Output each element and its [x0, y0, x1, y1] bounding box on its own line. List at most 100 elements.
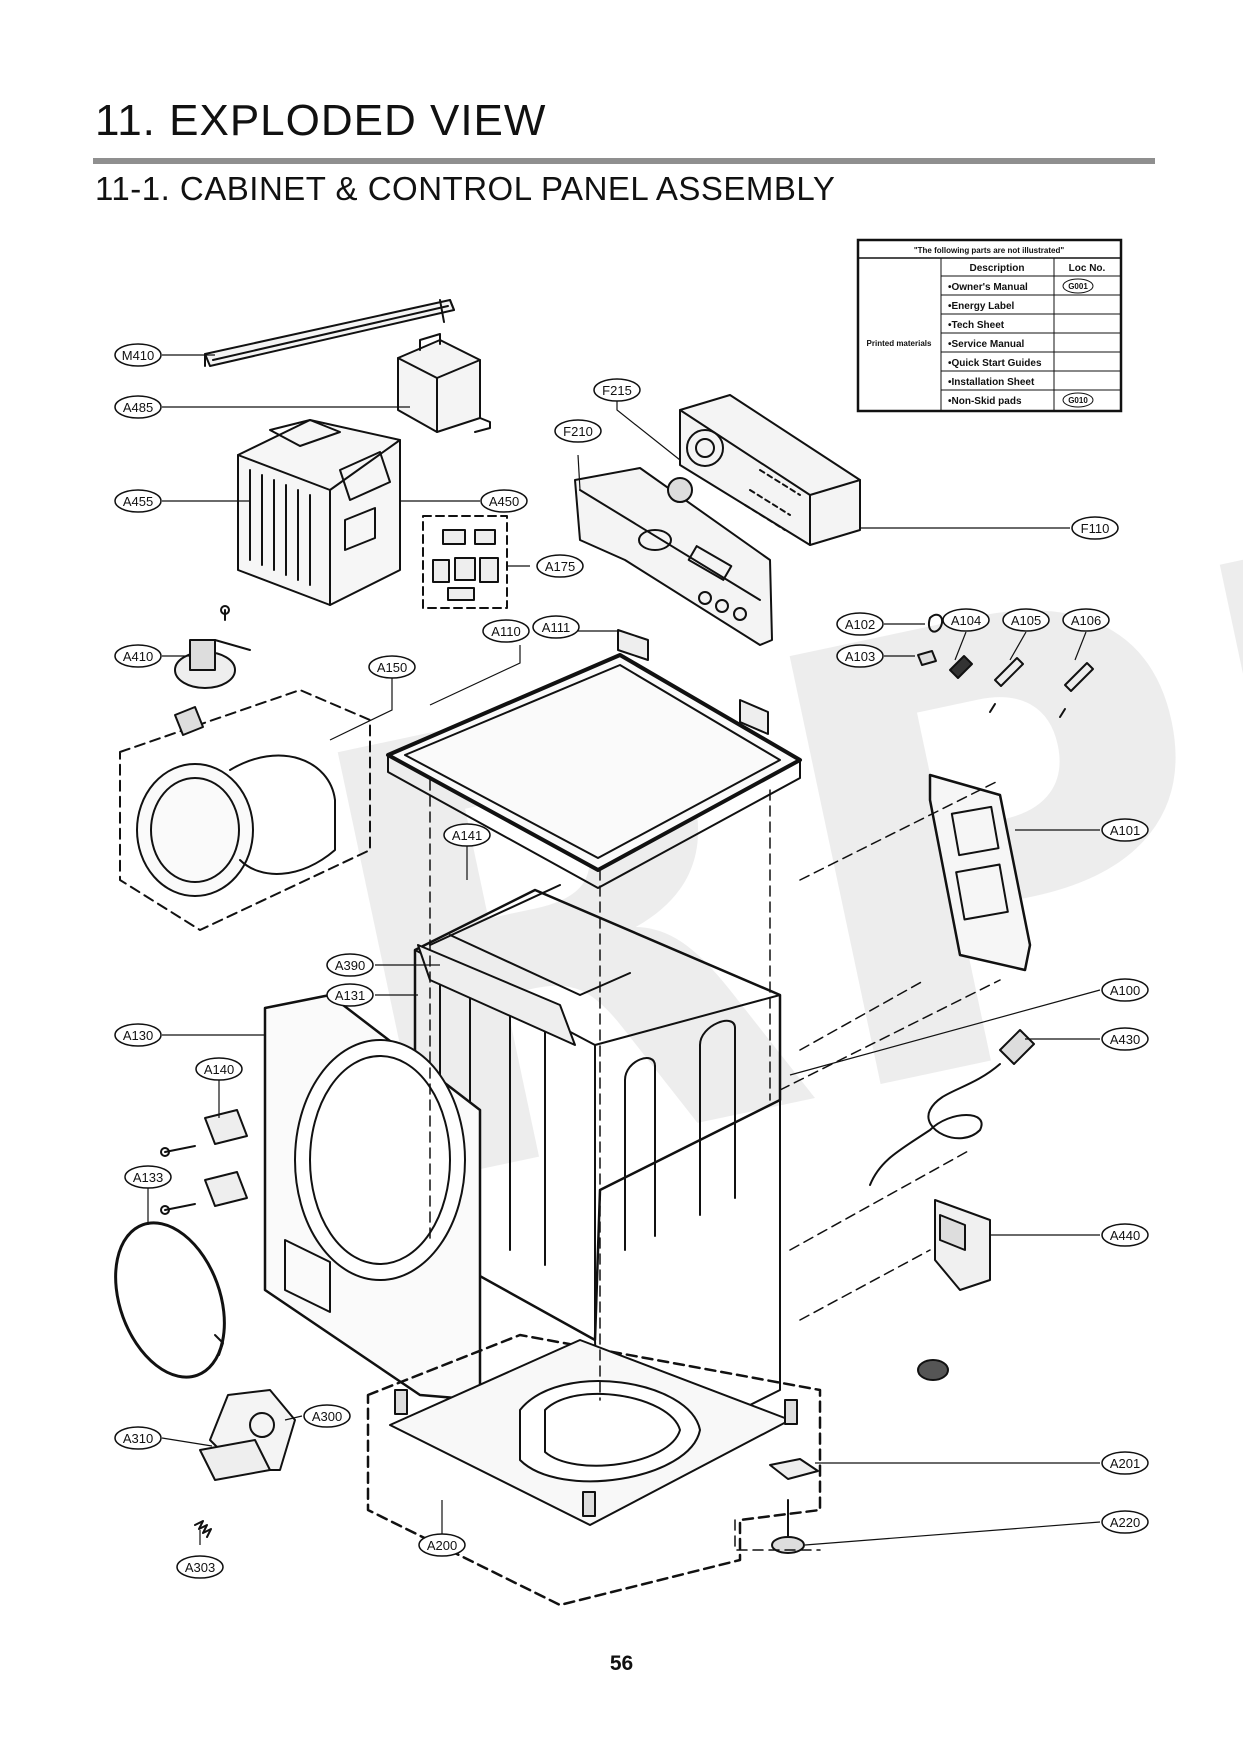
- callout-label: A141: [452, 828, 482, 843]
- callout-leaders: [147, 354, 1101, 1546]
- page-number: 56: [609, 1652, 634, 1675]
- callout-label: A110: [491, 624, 520, 639]
- callout-m410: M410: [114, 343, 162, 367]
- callout-bubble: [114, 395, 162, 419]
- callout-a485: A485: [114, 395, 162, 419]
- table-row-desc: •Quick Start Guides: [948, 358, 1042, 369]
- callout-label: A111: [542, 620, 570, 635]
- callout-bubble: [1002, 608, 1050, 632]
- callout-a104: A104: [942, 608, 990, 632]
- callout-a150: A150: [368, 655, 416, 679]
- table-col-loc: Loc No.: [1069, 263, 1106, 274]
- callout-bubble: [1101, 1027, 1149, 1051]
- callout-label: A455: [123, 494, 153, 509]
- callout-bubble: [303, 1404, 351, 1428]
- callout-bubble: [176, 1555, 224, 1579]
- callout-bubble: [368, 655, 416, 679]
- table-group-label: Printed materials: [867, 339, 932, 348]
- callout-a141: A141: [443, 823, 491, 847]
- part-valve: [174, 605, 251, 689]
- callout-bubble: [195, 1057, 243, 1081]
- callout-label: A201: [1110, 1456, 1140, 1471]
- callout-a310: A310: [114, 1426, 162, 1450]
- part-noise-filter: [934, 1199, 991, 1291]
- callout-bubble: [326, 953, 374, 977]
- callout-label: A105: [1011, 613, 1041, 628]
- callout-bubble: [114, 1426, 162, 1450]
- table-caption: "The following parts are not illustrated…: [914, 246, 1064, 255]
- table-row-desc: •Service Manual: [948, 339, 1025, 350]
- callout-bubble: [1101, 1451, 1149, 1475]
- callout-label: A220: [1110, 1515, 1140, 1530]
- part-holder: [397, 333, 491, 433]
- callout-bubble: [1062, 608, 1110, 632]
- callout-label: A150: [377, 660, 407, 675]
- callout-bubble: [114, 343, 162, 367]
- table-row-desc: •Tech Sheet: [948, 320, 1005, 331]
- callout-label: A131: [335, 988, 365, 1003]
- subsection-title: 11-1. CABINET & CONTROL PANEL ASSEMBLY: [95, 170, 836, 207]
- section-title: 11. EXPLODED VIEW: [95, 96, 547, 145]
- table-row-loc: G010: [1068, 396, 1088, 405]
- callout-a101: A101: [1101, 818, 1149, 842]
- callout-a430: A430: [1101, 1027, 1149, 1051]
- callout-f215: F215: [593, 378, 641, 402]
- callout-a303: A303: [176, 1555, 224, 1579]
- callout-bubble: [443, 823, 491, 847]
- callout-a102: A102: [836, 612, 884, 636]
- callout-a105: A105: [1002, 608, 1050, 632]
- assembly-guide-lines: [429, 779, 1001, 1551]
- callout-label: A310: [123, 1431, 153, 1446]
- callout-bubble: [836, 612, 884, 636]
- table-row-loc: G001: [1068, 282, 1088, 291]
- part-clamp-ring: [114, 1221, 226, 1379]
- part-hinges: [160, 1109, 248, 1215]
- callout-a201: A201: [1101, 1451, 1149, 1475]
- callout-label: A130: [123, 1028, 153, 1043]
- callout-label: A300: [312, 1409, 342, 1424]
- callout-a130: A130: [114, 1023, 162, 1047]
- part-base: [366, 1333, 822, 1607]
- callout-a111: A111: [532, 615, 580, 639]
- callout-a410: A410: [114, 644, 162, 668]
- callout-bubble: [942, 608, 990, 632]
- callout-a103: A103: [836, 644, 884, 668]
- part-plug: [917, 1359, 949, 1381]
- not-illustrated-table: [856, 238, 1123, 413]
- callout-a106: A106: [1062, 608, 1110, 632]
- part-clips: [422, 515, 508, 609]
- callout-bubble: [593, 378, 641, 402]
- part-back-cover: [928, 773, 1032, 972]
- callout-a140: A140: [195, 1057, 243, 1081]
- callout-label: A133: [133, 1170, 163, 1185]
- callout-label: A390: [335, 958, 365, 973]
- part-leveling-foot: [769, 1458, 819, 1554]
- callout-a110: A110: [482, 619, 530, 643]
- callout-a220: A220: [1101, 1510, 1149, 1534]
- callout-label: M410: [122, 348, 155, 363]
- callout-bubble: [536, 554, 584, 578]
- part-front-cabinet: [263, 993, 482, 1402]
- callout-label: F215: [602, 383, 632, 398]
- part-main-pcb: [237, 419, 401, 606]
- callout-a100: A100: [1101, 978, 1149, 1002]
- callout-bubble: [1071, 516, 1119, 540]
- callout-a300: A300: [303, 1404, 351, 1428]
- callout-bubble: [1101, 1223, 1149, 1247]
- callout-bubble: [1101, 978, 1149, 1002]
- callout-label: A102: [845, 617, 875, 632]
- callout-bubble: [532, 615, 580, 639]
- part-spring: [194, 1520, 212, 1538]
- callout-label: A106: [1071, 613, 1101, 628]
- table-col-description: Description: [969, 263, 1024, 274]
- part-support-bar: [417, 944, 576, 1046]
- callout-label: A485: [123, 400, 153, 415]
- callout-bubble: [480, 489, 528, 513]
- callout-label: F110: [1081, 521, 1110, 536]
- callout-label: A430: [1110, 1032, 1140, 1047]
- callout-label: A200: [427, 1538, 457, 1553]
- title-rule: [93, 158, 1155, 164]
- callout-label: F210: [563, 424, 593, 439]
